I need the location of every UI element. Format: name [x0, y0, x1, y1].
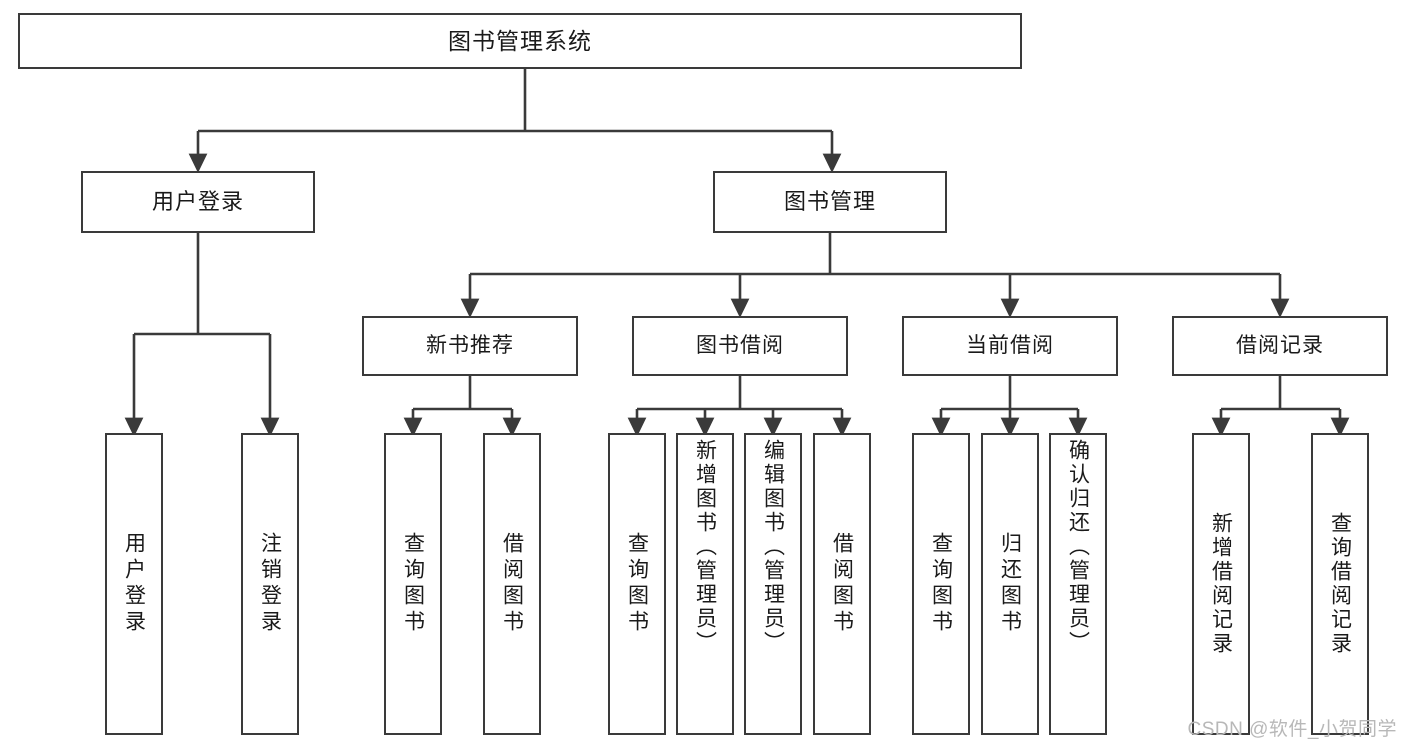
node-label: 当前借阅 [966, 333, 1054, 357]
node-label: 查询图书 [929, 532, 953, 636]
node-label: 查询借阅记录 [1328, 512, 1352, 656]
node-user-login[interactable]: 用户登录 [81, 171, 315, 233]
leaf-user-login-signin[interactable]: 用户登录 [105, 433, 163, 735]
node-label: 图书管理系统 [448, 27, 592, 54]
node-label: 用户登录 [122, 532, 146, 636]
node-borrow-records[interactable]: 借阅记录 [1172, 316, 1388, 376]
leaf-current-query-book[interactable]: 查询图书 [912, 433, 970, 735]
node-label: 新增图书（管理员） [693, 439, 717, 655]
node-label: 新增借阅记录 [1209, 512, 1233, 656]
node-label: 图书借阅 [696, 333, 784, 357]
node-new-book-recommendation[interactable]: 新书推荐 [362, 316, 578, 376]
node-label: 注销登录 [258, 532, 282, 636]
leaf-new-books-query-book[interactable]: 查询图书 [384, 433, 442, 735]
leaf-current-confirm-return-admin[interactable]: 确认归还（管理员） [1049, 433, 1107, 735]
node-label: 借阅图书 [830, 532, 854, 636]
node-label: 借阅图书 [500, 532, 524, 636]
leaf-borrow-add-book-admin[interactable]: 新增图书（管理员） [676, 433, 734, 735]
leaf-user-login-signout[interactable]: 注销登录 [241, 433, 299, 735]
node-label: 图书管理 [783, 189, 876, 215]
leaf-records-query-record[interactable]: 查询借阅记录 [1311, 433, 1369, 735]
leaf-records-add-record[interactable]: 新增借阅记录 [1192, 433, 1250, 735]
node-label: 确认归还（管理员） [1066, 439, 1090, 655]
leaf-borrow-query-book[interactable]: 查询图书 [608, 433, 666, 735]
node-label: 新书推荐 [426, 333, 514, 357]
node-book-management[interactable]: 图书管理 [713, 171, 947, 233]
node-label: 查询图书 [401, 532, 425, 636]
watermark: CSDN @软件_小贺同学 [1187, 719, 1397, 740]
leaf-borrow-edit-book-admin[interactable]: 编辑图书（管理员） [744, 433, 802, 735]
node-book-borrowing[interactable]: 图书借阅 [632, 316, 848, 376]
leaf-new-books-borrow-book[interactable]: 借阅图书 [483, 433, 541, 735]
node-root-book-management-system[interactable]: 图书管理系统 [18, 13, 1022, 69]
node-current-borrowing[interactable]: 当前借阅 [902, 316, 1118, 376]
leaf-borrow-borrow-book[interactable]: 借阅图书 [813, 433, 871, 735]
node-label: 编辑图书（管理员） [761, 439, 785, 655]
node-label: 借阅记录 [1236, 333, 1324, 357]
leaf-current-return-book[interactable]: 归还图书 [981, 433, 1039, 735]
node-label: 查询图书 [625, 532, 649, 636]
node-label: 归还图书 [998, 532, 1022, 636]
node-label: 用户登录 [151, 189, 244, 215]
